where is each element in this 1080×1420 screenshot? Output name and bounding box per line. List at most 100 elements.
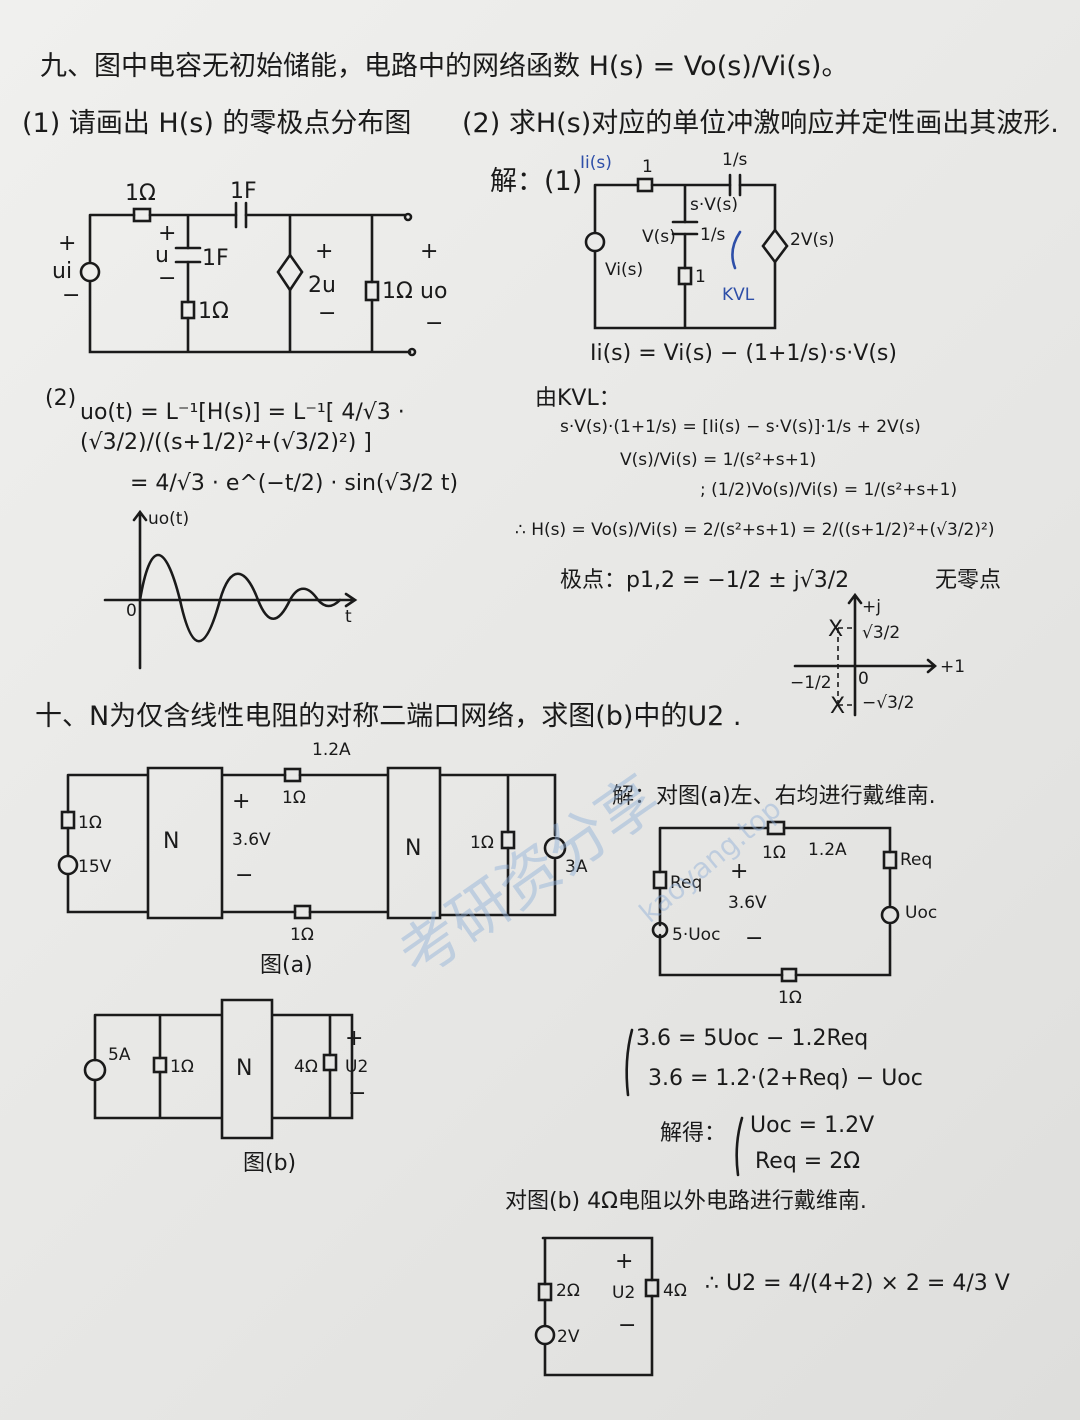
minus-sign: − xyxy=(425,311,443,336)
label-current: 1.2A xyxy=(808,840,847,860)
plus-sign: + xyxy=(232,789,250,814)
resistor-branch xyxy=(180,300,196,320)
label-cap-top: 1/s xyxy=(722,150,748,170)
label-r-right: 4Ω xyxy=(294,1057,318,1077)
im-neg-label: −√3/2 xyxy=(862,693,914,713)
solution1-label: 解：(1) xyxy=(490,166,582,197)
imag-axis-label: +j xyxy=(862,597,881,617)
re-label: −1/2 xyxy=(790,673,832,693)
label-voltage: 3.6V xyxy=(728,893,767,913)
plus-sign: + xyxy=(345,1026,363,1051)
caption-fig-b: 图(b) xyxy=(243,1151,296,1176)
label-sv: s·V(s) xyxy=(690,195,738,215)
dependent-source-diamond xyxy=(276,252,304,293)
problem9-q1: (1) 请画出 H(s) 的零极点分布图 xyxy=(22,108,411,139)
im-pos-label: √3/2 xyxy=(862,623,900,643)
label-src: 2V xyxy=(557,1327,580,1347)
equation-brace xyxy=(625,1028,634,1097)
label-dep-src: 2V(s) xyxy=(790,230,835,250)
label-current: 1.2A xyxy=(312,740,351,760)
pole-zero-plot: X X +j +1 0 √3/2 −√3/2 −1/2 xyxy=(790,592,965,719)
origin-label: 0 xyxy=(858,669,869,689)
capacitor-branch xyxy=(174,246,202,264)
zeros-text: 无零点 xyxy=(935,568,1001,593)
label-r-left: 1Ω xyxy=(78,813,102,833)
solution10-intro: 解：对图(a)左、右均进行戴维南. xyxy=(612,784,936,809)
label-r-left: 1Ω xyxy=(170,1057,194,1077)
impulse-response-graph: uo(t) t 0 xyxy=(103,509,358,670)
figure-a: 1Ω 15V N + 3.6V − 1.2A 1Ω 1Ω N 1Ω 3A 图(a… xyxy=(57,740,588,978)
step2-text: 对图(b) 4Ω电阻以外电路进行戴维南. xyxy=(505,1189,867,1214)
label-n: N xyxy=(236,1056,252,1081)
label-r-right: 1Ω xyxy=(470,833,494,853)
label-req-right: Req xyxy=(900,850,932,870)
label-req-left: Req xyxy=(670,873,702,893)
final-thevenin-circuit: 2Ω 2V 4Ω + U2 − xyxy=(534,1236,687,1377)
label-r-top: 1Ω xyxy=(762,843,786,863)
plus-sign: + xyxy=(58,231,76,256)
pole-marker-lower: X xyxy=(830,694,845,719)
label-u2: U2 xyxy=(612,1283,635,1303)
result-uoc: Uoc = 1.2V xyxy=(750,1113,874,1138)
eq-current: Ii(s) = Vi(s) − (1+1/s)·s·V(s) xyxy=(590,341,897,366)
resistor-output xyxy=(364,280,380,302)
plus-sign: + xyxy=(420,239,438,264)
problem10-title: 十、N为仅含线性电阻的对称二端口网络，求图(b)中的U2 . xyxy=(35,701,742,732)
label-uo: uo xyxy=(420,279,447,304)
kvl-label: 由KVL： xyxy=(535,386,621,411)
result-brace xyxy=(735,1116,744,1177)
label-r-out: 1Ω xyxy=(382,279,413,304)
label-vi: Vi(s) xyxy=(605,260,643,280)
minus-sign: − xyxy=(318,301,336,326)
plus-sign: + xyxy=(158,221,176,246)
label-n1: N xyxy=(163,829,179,854)
part2-label: (2) xyxy=(45,386,76,411)
minus-sign: − xyxy=(158,266,176,291)
label-isrc: 3A xyxy=(565,857,588,877)
poles-text: 极点：p1,2 = −1/2 ± j√3/2 xyxy=(560,568,849,593)
label-r-bottom: 1Ω xyxy=(290,925,314,945)
label-load: 4Ω xyxy=(663,1281,687,1301)
problem9-title: 九、图中电容无初始储能，电路中的网络函数 H(s) = Vo(s)/Vi(s)。 xyxy=(40,51,848,82)
label-r-bottom: 1Ω xyxy=(778,988,802,1008)
label-r: 2Ω xyxy=(556,1281,580,1301)
resistor-1ohm-top xyxy=(132,207,152,223)
graph-xlabel: t xyxy=(345,607,352,627)
label-r-branch: 1 xyxy=(695,267,706,287)
label-r1: 1 xyxy=(642,157,653,177)
minus-sign: − xyxy=(348,1081,366,1106)
graph-origin: 0 xyxy=(126,601,137,621)
eq-ratio2: ; (1/2)Vo(s)/Vi(s) = 1/(s²+s+1) xyxy=(700,480,957,500)
eq-kvl: s·V(s)·(1+1/s) = [Ii(s) − s·V(s)]·1/s + … xyxy=(560,417,921,437)
label-dep-src: 2u xyxy=(308,273,336,298)
thevenin-circuit: 1Ω 1.2A Req + 3.6V − 5·Uoc Req Uoc 1Ω xyxy=(651,820,937,1008)
watermark-cn: 考研资分享 xyxy=(387,762,673,991)
figure-b: 5A 1Ω N 4Ω + U2 − 图(b) xyxy=(83,998,368,1176)
label-c-branch: 1F xyxy=(202,246,229,271)
solved-label: 解得： xyxy=(660,1121,726,1146)
label-r-branch: 1Ω xyxy=(198,299,229,324)
pole-marker-upper: X xyxy=(828,617,843,642)
eq2: 3.6 = 1.2·(2+Req) − Uoc xyxy=(648,1066,923,1091)
plus-sign: + xyxy=(315,239,333,264)
label-src: 15V xyxy=(78,857,112,877)
label-u2: U2 xyxy=(345,1057,368,1077)
label-ii: Ii(s) xyxy=(580,153,612,173)
eq1: 3.6 = 5Uoc − 1.2Req xyxy=(636,1026,868,1051)
plus-sign: + xyxy=(615,1249,633,1274)
circuit-problem9: 1Ω 1F + ui − + u − 1F 1Ω + 2u − 1Ω + uo … xyxy=(52,179,447,357)
final-equation: ∴ U2 = 4/(4+2) × 2 = 4/3 V xyxy=(705,1271,1010,1296)
problem9-q2: (2) 求H(s)对应的单位冲激响应并定性画出其波形. xyxy=(462,108,1059,139)
capacitor-top xyxy=(234,201,248,229)
graph-ylabel: uo(t) xyxy=(148,509,189,529)
minus-sign: − xyxy=(235,863,253,888)
part2-eq2: = 4/√3 · e^(−t/2) · sin(√3/2 t) xyxy=(130,471,458,496)
part2-eq1: uo(t) = L⁻¹[H(s)] = L⁻¹[ 4/√3 · (√3/2)/(… xyxy=(80,400,405,455)
minus-sign: − xyxy=(745,926,763,951)
label-kvl: KVL xyxy=(722,285,755,305)
label-v: V(s) xyxy=(642,227,676,247)
label-ui: ui xyxy=(52,259,72,284)
eq-h: ∴ H(s) = Vo(s)/Vi(s) = 2/(s²+s+1) = 2/((… xyxy=(515,520,994,540)
